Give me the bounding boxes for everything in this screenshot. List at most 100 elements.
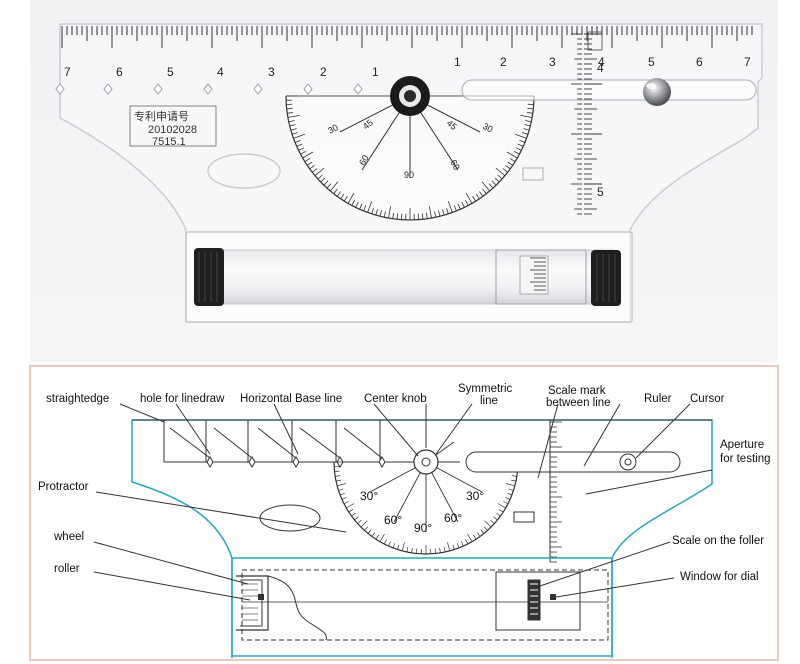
linedraw-holes (206, 456, 386, 468)
ruler-number: 5 (167, 65, 174, 79)
label-symmetric-line: Symmetric (458, 383, 513, 395)
tick-mark (367, 201, 373, 213)
tick-mark (286, 107, 293, 110)
tick-mark (520, 115, 533, 118)
tick-mark (523, 128, 530, 131)
tick-mark (354, 516, 359, 521)
vertical-scale-number: 4 (597, 61, 604, 75)
tick-mark (411, 547, 413, 553)
tick-mark (480, 529, 485, 534)
tick-mark (306, 161, 313, 166)
ruler-number: 4 (598, 55, 605, 69)
tick-mark (434, 548, 436, 554)
tick-mark (524, 124, 531, 127)
tick-mark (333, 188, 338, 194)
tick-mark (392, 212, 394, 219)
tick-mark (479, 191, 484, 197)
tick-mark (476, 532, 481, 537)
tick-mark (360, 520, 368, 528)
tick-mark (337, 483, 346, 487)
tick-mark (507, 161, 514, 166)
protractor-drawing: 30° 60° 90° 60° 30° (333, 441, 519, 555)
ruler-number: 3 (268, 65, 275, 79)
tick-mark (461, 201, 465, 208)
protractor-label: 90 (404, 170, 414, 180)
tick-mark (498, 509, 504, 513)
tick-mark (511, 479, 517, 482)
tick-mark (505, 497, 511, 500)
tick-mark (465, 192, 473, 204)
tick-mark (502, 168, 508, 173)
label-symmetric-line: line (480, 395, 498, 407)
tick-mark (426, 212, 428, 219)
tick-mark (527, 107, 534, 110)
tick-mark (296, 143, 303, 147)
tick-mark (439, 547, 441, 553)
tick-mark (447, 542, 451, 551)
tick-mark (371, 208, 374, 215)
ruler-number: 6 (116, 65, 123, 79)
tick-mark (338, 488, 344, 491)
tick-mark (288, 120, 295, 123)
tick-mark (421, 213, 424, 220)
tick-mark (357, 519, 362, 524)
tick-mark (496, 512, 501, 517)
tick-mark (298, 147, 305, 151)
tick-mark (488, 183, 494, 189)
tick-mark (371, 532, 376, 537)
label-window-for-dial: Window for dial (680, 571, 759, 583)
tick-mark (456, 543, 460, 549)
tick-mark (379, 210, 382, 217)
tick-mark (482, 188, 487, 194)
protractor-label: 60 (357, 153, 371, 167)
tick-mark (446, 208, 449, 215)
tick-mark (465, 200, 469, 206)
tick-mark (416, 548, 418, 554)
tick-mark (287, 115, 300, 118)
tick-mark (517, 143, 524, 147)
tick-mark (506, 483, 515, 487)
ruler-number: 4 (217, 65, 224, 79)
tick-mark (434, 211, 437, 218)
angle-label: 30° (360, 489, 378, 503)
tick-mark (493, 516, 498, 521)
tick-mark (346, 503, 355, 509)
tick-mark (294, 139, 301, 143)
tick-mark (304, 158, 311, 163)
labeled-diagram: 30° 60° 90° 60° 30° (29, 365, 779, 661)
tick-mark (383, 211, 386, 218)
tick-mark (383, 539, 387, 545)
tick-mark (429, 206, 432, 219)
tick-mark (326, 183, 332, 189)
tick-mark (453, 205, 457, 212)
label-scale-on-roller: Scale on the foller (672, 535, 764, 547)
tick-mark (519, 139, 526, 143)
cursor-knob (643, 78, 671, 106)
label-scale-mark: Scale mark (548, 385, 606, 397)
tick-mark (363, 205, 367, 212)
tick-mark (465, 539, 469, 545)
tick-mark (483, 526, 488, 531)
tick-mark (335, 475, 341, 477)
tick-mark (320, 177, 326, 183)
tick-mark (375, 209, 378, 216)
patent-label: 专利申请号 20102028 7515.1 (129, 105, 217, 148)
ruler-number: 2 (500, 55, 507, 69)
ruler-number: 2 (320, 65, 327, 79)
ruler-number: 7 (744, 55, 751, 69)
tick-mark (351, 512, 356, 517)
tick-mark (506, 151, 518, 159)
protractor: 30 45 60 45 30 60 90 (285, 95, 535, 221)
tick-mark (343, 195, 348, 202)
tick-mark (341, 497, 347, 500)
tick-mark (367, 529, 372, 534)
tick-mark (484, 520, 492, 528)
tick-mark (515, 133, 527, 139)
label-ruler: Ruler (644, 393, 672, 405)
label-roller: roller (54, 563, 80, 575)
label-center-knob: Center knob (364, 393, 427, 405)
patent-number: 20102028 (148, 124, 197, 136)
tick-mark (497, 174, 503, 180)
angle-label: 60° (384, 513, 402, 527)
